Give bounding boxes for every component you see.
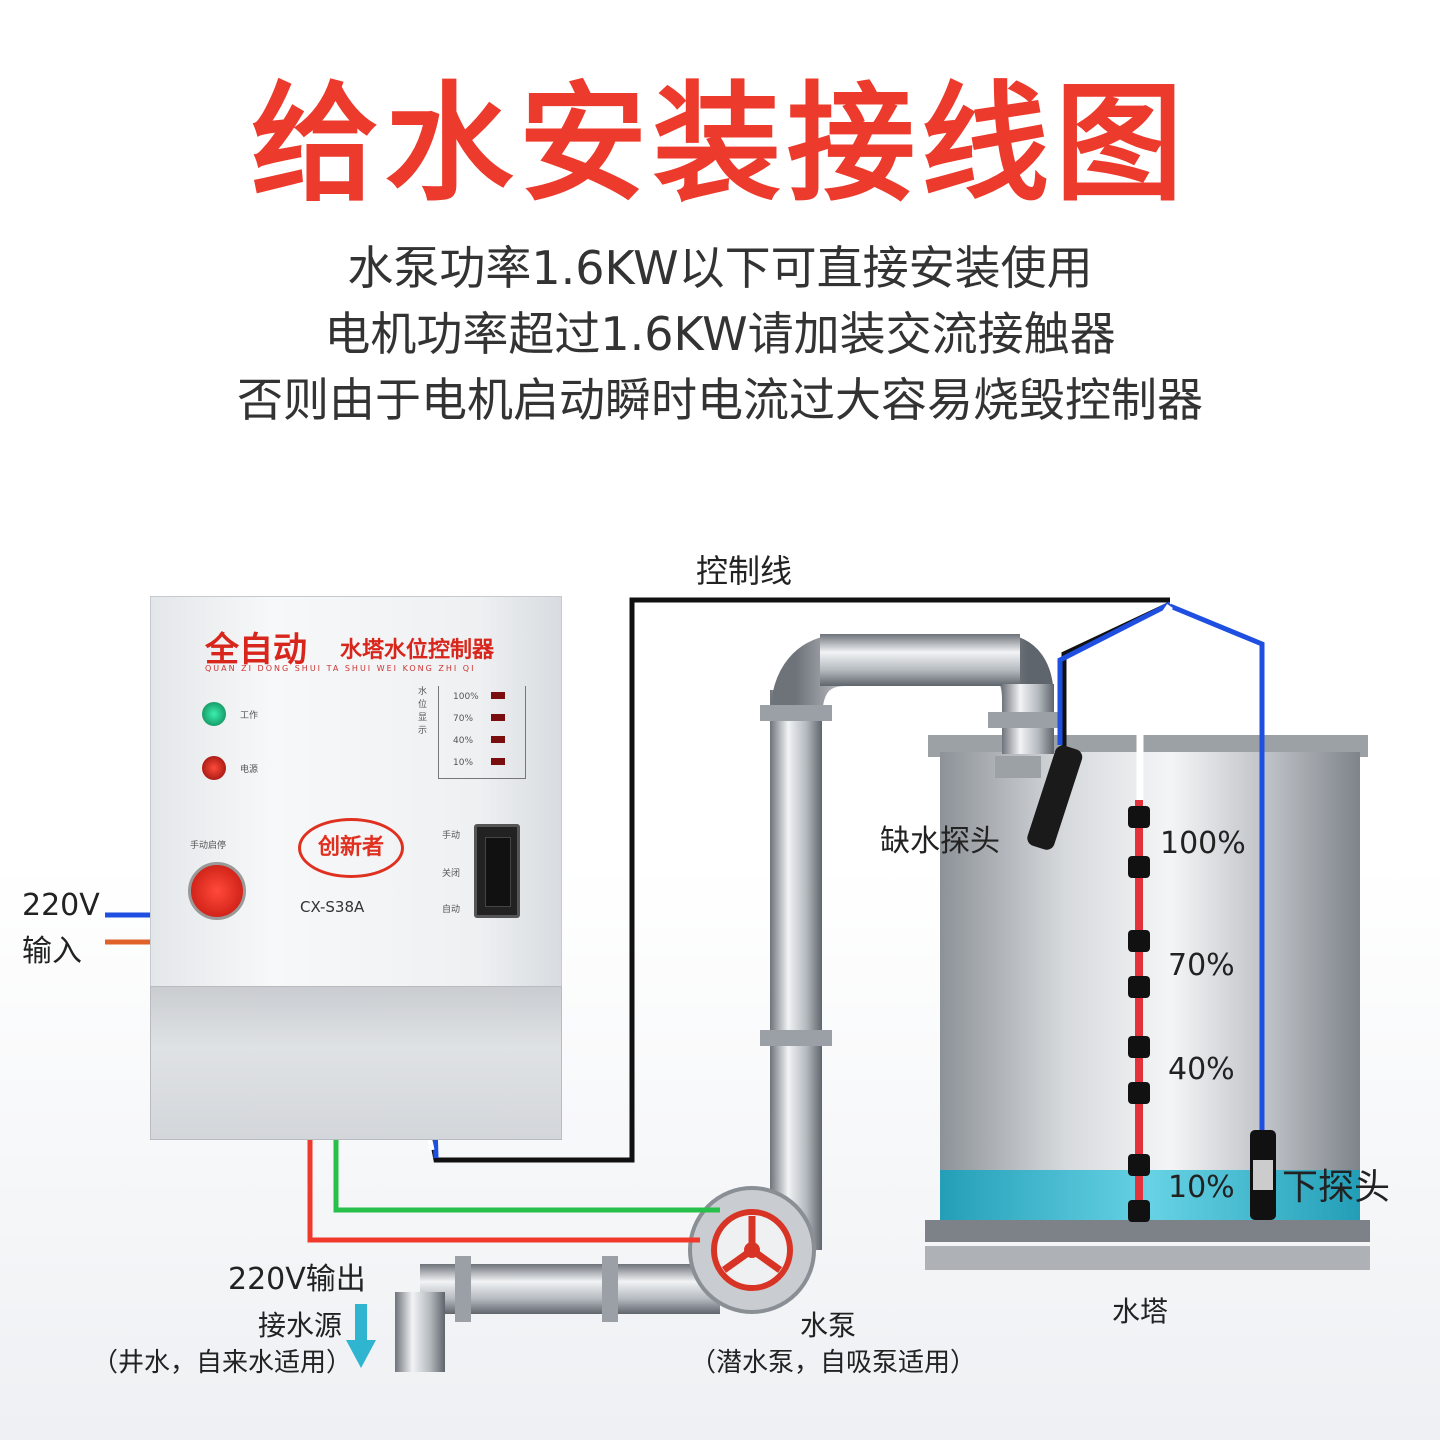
source-note: （井水，自来水适用） bbox=[92, 1348, 353, 1378]
control-wire-label: 控制线 bbox=[696, 552, 793, 590]
switch-label-auto: 自动 bbox=[442, 905, 461, 915]
subtitle-line-3: 否则由于电机启动瞬时电流过大容易烧毁控制器 bbox=[237, 373, 1203, 427]
level-display-panel: 100% 70% 40% 10% bbox=[438, 686, 526, 779]
tank-level-40: 40% bbox=[1168, 1052, 1235, 1087]
power-led-icon bbox=[202, 756, 226, 780]
switch-label-off: 关闭 bbox=[442, 869, 461, 879]
level-rod bbox=[995, 745, 1276, 1222]
mode-switch-rocker bbox=[485, 837, 511, 907]
brand-logo: 创新者 bbox=[298, 818, 404, 878]
controller-box bbox=[150, 596, 562, 988]
shortage-probe-label: 缺水探头 bbox=[880, 824, 1000, 859]
water-pipe bbox=[395, 634, 1066, 1372]
panel-level-40: 40% bbox=[453, 736, 474, 746]
power-label: 电源 bbox=[240, 765, 259, 775]
panel-level-70: 70% bbox=[453, 714, 474, 724]
source-arrow-icon bbox=[346, 1304, 376, 1368]
level-display-title: 水位显示 bbox=[418, 687, 428, 736]
work-label: 工作 bbox=[240, 711, 259, 721]
page-title: 给水安装接线图 bbox=[250, 70, 1189, 219]
reset-label: 手动启停 bbox=[190, 841, 227, 851]
output-label: 220V输出 bbox=[228, 1262, 366, 1297]
tower-label: 水塔 bbox=[1112, 1295, 1169, 1328]
source-label: 接水源 bbox=[258, 1309, 343, 1342]
tank-level-100: 100% bbox=[1160, 826, 1246, 861]
wire-white-rod bbox=[1136, 604, 1173, 820]
panel-level-10: 10% bbox=[453, 758, 474, 768]
tank-level-10: 10% bbox=[1168, 1170, 1235, 1205]
work-led-icon bbox=[202, 702, 226, 726]
brand-subtitle: 水塔水位控制器 bbox=[340, 638, 495, 663]
controller-base bbox=[150, 986, 562, 1140]
panel-level-100: 100% bbox=[453, 692, 479, 702]
pump-label: 水泵 bbox=[800, 1309, 857, 1342]
level-led-icon bbox=[491, 692, 505, 699]
lower-probe-label: 下探头 bbox=[1282, 1167, 1391, 1208]
model-number: CX-S38A bbox=[300, 898, 365, 916]
wire-blue-lower bbox=[1169, 603, 1265, 1138]
subtitle-line-1: 水泵功率1.6KW以下可直接安装使用 bbox=[347, 241, 1093, 295]
level-led-icon bbox=[491, 736, 505, 743]
brand-title: 全自动 bbox=[205, 630, 307, 670]
input-voltage-label: 220V bbox=[22, 888, 100, 923]
switch-label-manual: 手动 bbox=[442, 831, 461, 841]
subtitle-line-2: 电机功率超过1.6KW请加装交流接触器 bbox=[324, 307, 1116, 361]
tank-level-70: 70% bbox=[1168, 948, 1235, 983]
level-led-icon bbox=[491, 758, 505, 765]
mode-switch[interactable] bbox=[474, 824, 520, 918]
pump-note: （潜水泵，自吸泵适用） bbox=[690, 1348, 977, 1378]
brand-pinyin: QUAN ZI DONG SHUI TA SHUI WEI KONG ZHI Q… bbox=[205, 664, 476, 673]
input-label: 输入 bbox=[22, 934, 82, 969]
wire-blue-probe bbox=[1057, 601, 1172, 745]
level-led-icon bbox=[491, 714, 505, 721]
reset-button[interactable] bbox=[188, 862, 246, 920]
